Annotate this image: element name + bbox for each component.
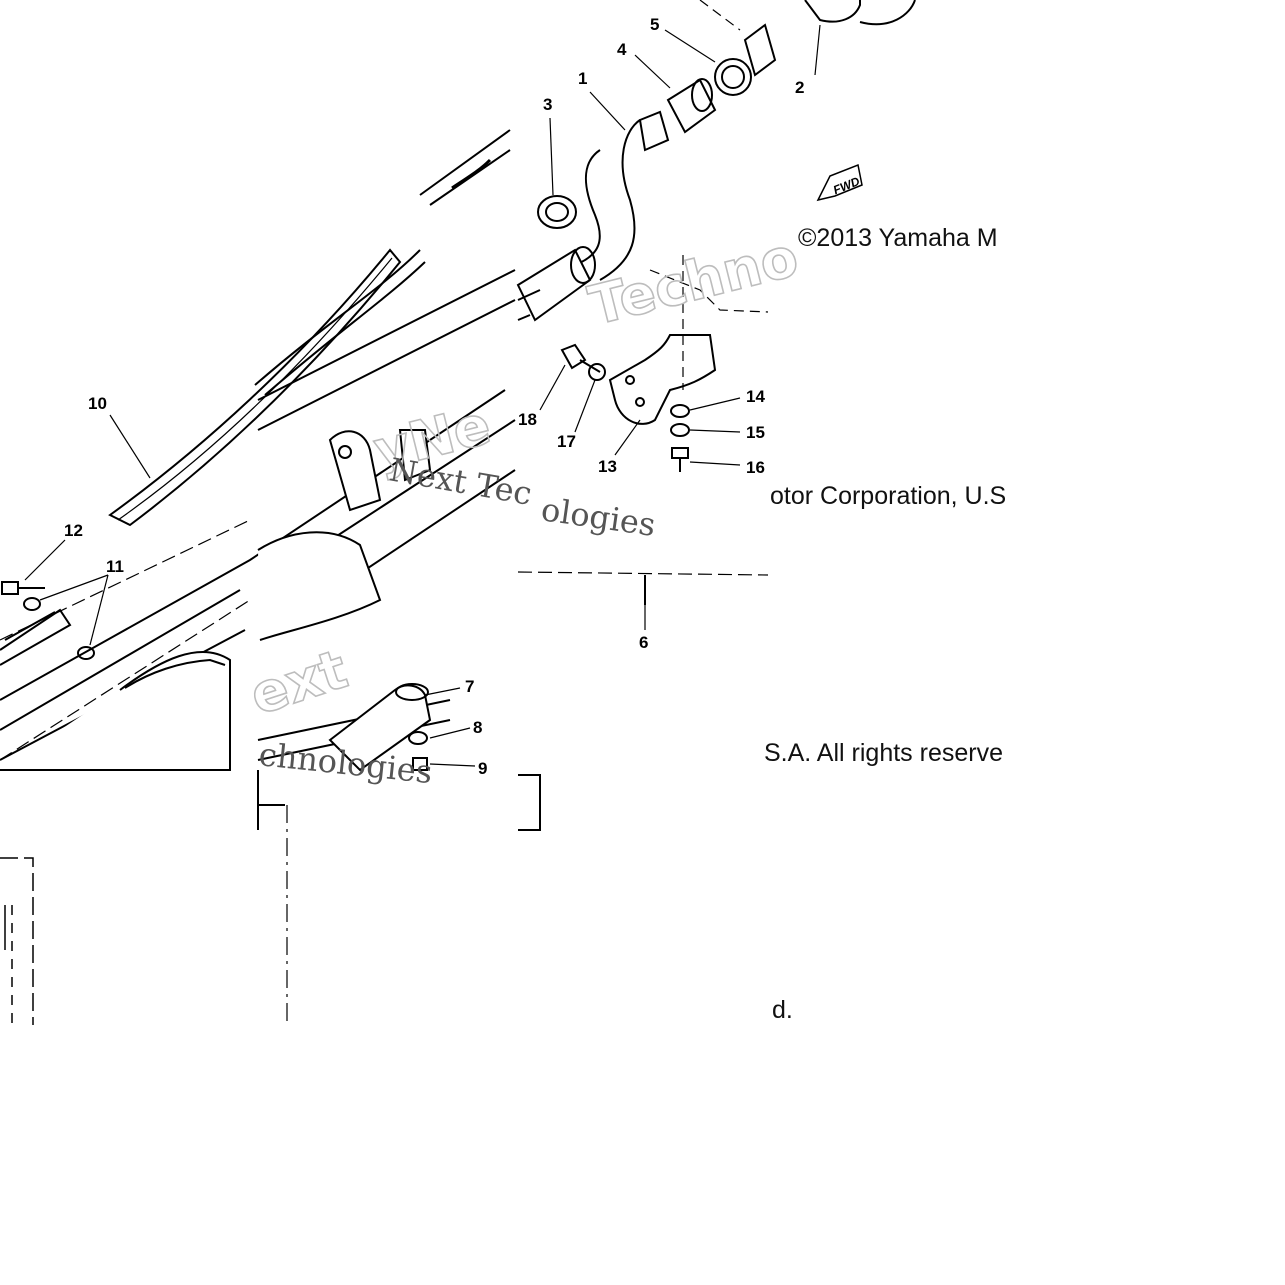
callout-14: 14 — [746, 387, 765, 406]
frame-fragment — [0, 858, 33, 1025]
watermark-a: Techno — [583, 225, 804, 337]
callout-13: 13 — [598, 457, 617, 476]
callout-1: 1 — [578, 69, 587, 88]
callout-5: 5 — [650, 15, 659, 34]
callout-15: 15 — [746, 423, 765, 442]
callout-7: 7 — [465, 677, 474, 696]
callout-8: 8 — [473, 718, 482, 737]
watermark-d: ologies — [539, 490, 658, 544]
copyright-line-1: ©2013 Yamaha M — [798, 224, 998, 252]
callout-12: 12 — [64, 521, 83, 540]
callout-4: 4 — [617, 40, 627, 59]
muffler-assembly — [0, 130, 510, 770]
watermark-e: ext — [243, 637, 355, 727]
callout-2: 2 — [795, 78, 804, 97]
callout-6: 6 — [639, 633, 648, 652]
copyright-line-4: d. — [772, 996, 793, 1024]
callout-16: 16 — [746, 458, 765, 477]
callout-11: 11 — [106, 557, 124, 576]
header-pipe-assembly — [518, 0, 915, 605]
callout-10: 10 — [88, 394, 107, 413]
callout-9: 9 — [478, 759, 487, 778]
callout-18: 18 — [518, 410, 537, 429]
copyright-line-3: S.A. All rights reserve — [764, 739, 1003, 767]
exhaust-pipe-middle — [258, 270, 540, 1025]
copyright-line-2: otor Corporation, U.S — [770, 482, 1007, 510]
watermark-f: chnologies — [257, 735, 434, 791]
callout-3: 3 — [543, 95, 552, 114]
callout-17: 17 — [557, 432, 576, 451]
callouts: 1 2 3 4 5 6 7 8 9 10 11 12 13 14 15 16 1… — [25, 15, 820, 778]
fwd-arrow-icon: FWD — [818, 165, 862, 200]
